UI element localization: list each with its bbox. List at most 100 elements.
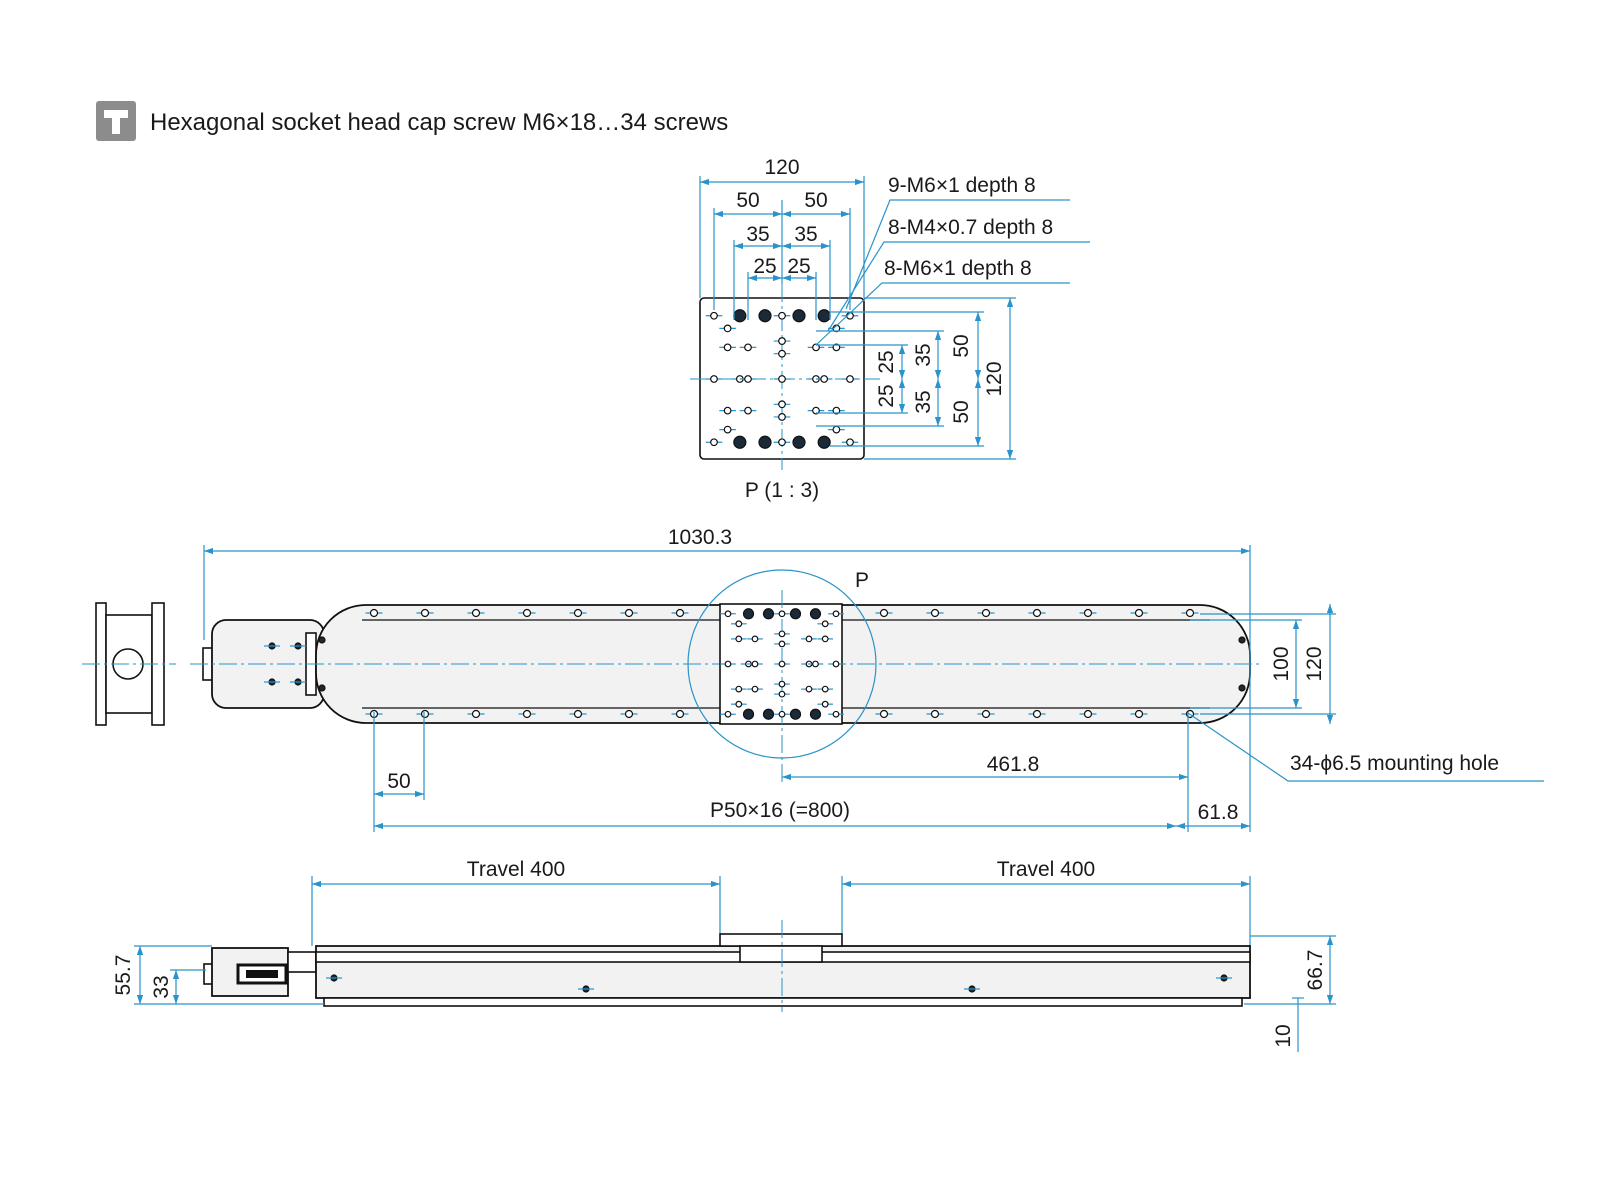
hole — [471, 709, 481, 719]
hole — [762, 708, 775, 720]
dim-end-offset: 61.8 — [1198, 801, 1239, 824]
callout-thread-m4: 8-M4×0.7 depth 8 — [888, 216, 1053, 239]
hole — [809, 708, 822, 720]
hole — [778, 400, 786, 409]
hole — [821, 700, 829, 708]
dim-h33: 33 — [150, 975, 173, 998]
hole — [1083, 608, 1093, 618]
hole — [1134, 608, 1144, 618]
hole — [420, 608, 430, 618]
hole — [369, 608, 379, 618]
hole — [778, 660, 786, 668]
hole — [573, 709, 583, 719]
hole — [832, 406, 841, 415]
dim-pitch-total: P50×16 (=800) — [710, 799, 850, 822]
hole — [751, 660, 759, 668]
end-view — [82, 602, 176, 726]
hole — [792, 309, 806, 323]
hole — [832, 343, 841, 352]
hole — [879, 608, 889, 618]
hole — [1134, 709, 1144, 719]
dim-h55: 55.7 — [112, 955, 135, 996]
dim-overall: 1030.3 — [668, 526, 732, 549]
hole — [1083, 709, 1093, 719]
hole — [733, 309, 747, 323]
hole — [723, 425, 732, 434]
hole — [832, 610, 840, 618]
hole — [778, 640, 786, 648]
hole — [778, 337, 786, 345]
dim-text: 50 — [950, 400, 973, 423]
hole — [624, 709, 634, 719]
detail-p-label: P — [855, 569, 869, 592]
hole — [1032, 709, 1042, 719]
hole — [420, 709, 430, 719]
hole — [724, 610, 732, 618]
hole — [832, 660, 840, 668]
screw-icon — [96, 101, 136, 141]
hole — [724, 710, 732, 718]
hole — [522, 709, 532, 719]
hole — [820, 375, 829, 383]
hole — [789, 708, 802, 720]
callout-thread-m6-8: 8-M6×1 depth 8 — [884, 257, 1032, 280]
hole — [809, 608, 822, 620]
dim-text: 50 — [804, 189, 827, 212]
hole — [821, 620, 829, 628]
dim-h100: 100 — [1270, 646, 1293, 681]
leader-line — [845, 199, 1070, 310]
top-view: P 1030.3 100 120 50 — [82, 526, 1544, 832]
hole — [735, 700, 743, 708]
hole — [812, 343, 820, 352]
hole — [778, 690, 786, 698]
carriage-side — [719, 933, 843, 947]
hole — [724, 660, 732, 668]
hole — [846, 438, 854, 447]
dim-travel-left: Travel 400 — [467, 858, 565, 881]
hole — [778, 710, 786, 718]
dim-text: 25 — [787, 255, 810, 278]
hole — [723, 324, 732, 333]
hole — [805, 685, 813, 693]
hole — [805, 635, 813, 643]
dim-text: 25 — [875, 384, 898, 407]
dim-text: 50 — [736, 189, 759, 212]
hole — [735, 685, 743, 693]
dim-pitch: 50 — [387, 770, 410, 793]
leader-line — [827, 241, 1090, 332]
mounting-holes — [365, 608, 1199, 719]
leader-line — [1187, 712, 1544, 782]
hole — [1185, 608, 1195, 618]
header: Hexagonal socket head cap screw M6×18…34… — [96, 101, 728, 141]
side-view: Travel 400 Travel 400 55.7 33 66.7 10 — [112, 858, 1336, 1052]
hole — [758, 435, 772, 449]
hole — [778, 413, 786, 421]
hole — [675, 608, 685, 618]
hole — [817, 435, 831, 449]
dim-text: 35 — [912, 343, 935, 366]
hole — [751, 685, 759, 693]
leader-line — [815, 282, 1070, 346]
hole — [742, 708, 755, 720]
dim-text: 120 — [983, 361, 1006, 396]
hole — [981, 608, 991, 618]
hole — [710, 438, 718, 447]
hole — [879, 709, 889, 719]
hole — [1032, 608, 1042, 618]
hole — [778, 630, 786, 638]
hole — [751, 635, 759, 643]
hole — [832, 425, 841, 434]
hole — [778, 375, 786, 383]
dim-travel-right: Travel 400 — [997, 858, 1095, 881]
dim-text: 120 — [764, 156, 799, 179]
hole — [930, 608, 940, 618]
dim-text: 35 — [912, 390, 935, 413]
detail-p-circle — [687, 569, 877, 759]
hole — [744, 375, 752, 383]
hole — [846, 375, 854, 383]
hole — [735, 620, 743, 628]
hole — [821, 685, 829, 693]
motor-screw-holes — [264, 636, 1246, 692]
dim-text: 35 — [746, 223, 769, 246]
